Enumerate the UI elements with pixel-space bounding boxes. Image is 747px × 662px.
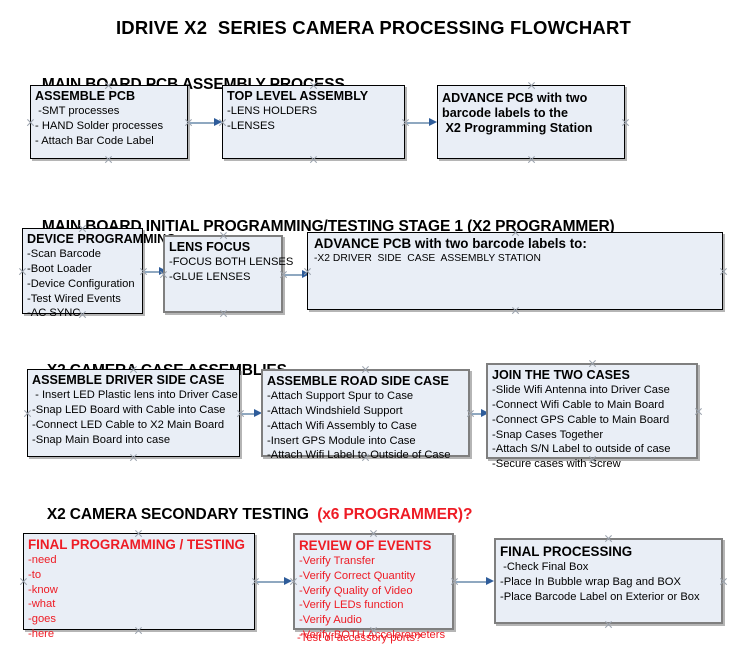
node-line: -Insert GPS Module into Case (267, 434, 416, 447)
node-line: - HAND Solder processes (35, 119, 164, 132)
arrowhead-icon (302, 270, 310, 278)
node-line: -know (28, 583, 58, 596)
arrowhead-icon (254, 409, 262, 417)
connector-arrow (407, 118, 437, 127)
node-line: -SMT processes (35, 104, 120, 117)
node-line: -need (28, 553, 57, 566)
node-title: TOP LEVEL ASSEMBLY (227, 89, 369, 103)
connector-shaft (242, 413, 255, 415)
arrowhead-icon (429, 118, 437, 126)
node-line: barcode labels to the (442, 105, 568, 120)
node-line: -Connect LED Cable to X2 Main Board (32, 418, 225, 431)
node-line: -LENSES (227, 119, 275, 132)
node-line: -LENS HOLDERS (227, 104, 318, 117)
connector-arrow (190, 118, 222, 127)
node-line: -FOCUS BOTH LENSES (169, 255, 294, 268)
connector-arrow (242, 409, 262, 418)
node-title: LENS FOCUS (169, 240, 251, 254)
node-title: ASSEMBLE PCB (35, 89, 136, 103)
process-node[interactable]: TOP LEVEL ASSEMBLY -LENS HOLDERS -LENSES (222, 85, 405, 159)
arrowhead-icon (486, 577, 494, 585)
node-line: -Verify Correct Quantity (299, 569, 416, 582)
process-node[interactable]: ADVANCE PCB with two barcode labels to: … (307, 232, 723, 310)
node-line: -Boot Loader (27, 262, 92, 275)
node-title: ASSEMBLE ROAD SIDE CASE (267, 374, 449, 388)
node-line: -Verify Transfer (299, 554, 375, 567)
node-line: -Snap LED Board with Cable into Case (32, 403, 226, 416)
node-title: ASSEMBLE DRIVER SIDE CASE (32, 373, 225, 387)
process-node[interactable]: ASSEMBLE ROAD SIDE CASE -Attach Support … (261, 369, 470, 461)
node-line: -Check Final Box (500, 560, 589, 573)
connector-shaft (472, 413, 482, 415)
node-line: -Verify Quality of Video (299, 584, 413, 597)
node-line: -Attach Wifi Assembly to Case (267, 419, 417, 432)
node-line: -Test Wired Events (27, 292, 121, 305)
node-line: -GLUE LENSES (169, 270, 251, 283)
node-overflow-line: -Test of accessory ports? (297, 632, 422, 644)
section-heading-4-accent: (x6 PROGRAMMER)? (313, 506, 473, 523)
node-title: DEVICE PROGRAMMING (27, 232, 177, 246)
process-node[interactable]: LENS FOCUS -FOCUS BOTH LENSES -GLUE LENS… (163, 235, 294, 313)
connector-shaft (407, 122, 430, 124)
connector-arrow (285, 270, 310, 279)
node-line: -Connect GPS Cable to Main Board (492, 413, 670, 426)
node-line: -here (28, 628, 55, 641)
process-node[interactable]: FINAL PROCESSING -Check Final Box -Place… (494, 538, 723, 624)
connector-shaft (145, 271, 160, 273)
node-line: -Device Configuration (27, 277, 135, 290)
node-line: -Verify LEDs function (299, 599, 404, 612)
node-title: FINAL PROGRAMMING / TESTING (28, 537, 245, 552)
node-line: X2 Programming Station (442, 120, 593, 135)
arrowhead-icon (481, 409, 489, 417)
node-line: -Attach Wifi Label to Outside of Case (267, 449, 451, 462)
node-title: ADVANCE PCB with two barcode labels to: (314, 236, 587, 251)
node-title: ADVANCE PCB with two (442, 91, 588, 105)
node-line: -Slide Wifi Antenna into Driver Case (492, 383, 670, 396)
connector-shaft (456, 581, 487, 583)
node-line: -what (28, 598, 56, 611)
node-line: -Attach S/N Label to outside of case (492, 443, 671, 456)
node-line: -Connect Wifi Cable to Main Board (492, 398, 665, 411)
process-node[interactable]: REVIEW OF EVENTS -Verify Transfer -Verif… (293, 533, 454, 641)
node-line: -Secure cases with Screw (492, 458, 621, 471)
node-line: -Verify BOTH Accelerometers (299, 629, 446, 642)
process-node[interactable]: FINAL PROGRAMMING / TESTING -need -to -k… (23, 533, 255, 640)
node-line: -X2 DRIVER SIDE CASE ASSEMBLY STATION (314, 252, 541, 264)
arrowhead-icon (284, 577, 292, 585)
connector-arrow (472, 409, 489, 418)
node-line: -AC SYNC (27, 307, 81, 320)
section-heading-4: X2 CAMERA SECONDARY TESTING (x6 PROGRAMM… (30, 488, 473, 542)
node-line: -Attach Windshield Support (267, 404, 403, 417)
node-line: -Snap Main Board into case (32, 433, 171, 446)
node-line: -Place In Bubble wrap Bag and BOX (500, 575, 681, 588)
connector-arrow (456, 577, 494, 586)
connector-shaft (190, 122, 215, 124)
section-heading-4-text: X2 CAMERA SECONDARY TESTING (46, 506, 314, 523)
process-node[interactable]: ADVANCE PCB with two barcode labels to t… (437, 85, 625, 159)
connector-arrow (257, 577, 292, 586)
connector-shaft (285, 274, 303, 276)
process-node[interactable]: ASSEMBLE PCB -SMT processes - HAND Solde… (30, 85, 188, 159)
node-line: -Place Barcode Label on Exterior or Box (500, 590, 700, 603)
process-node[interactable]: JOIN THE TWO CASES -Slide Wifi Antenna i… (486, 363, 698, 470)
node-title: JOIN THE TWO CASES (492, 368, 630, 382)
node-line: - Insert LED Plastic lens into Driver Ca… (32, 388, 238, 401)
node-line: -Scan Barcode (27, 247, 102, 260)
node-title: REVIEW OF EVENTS (299, 538, 432, 553)
node-line: -goes (28, 613, 56, 626)
arrowhead-icon (214, 118, 222, 126)
node-line: -Attach Support Spur to Case (267, 389, 414, 402)
process-node[interactable]: DEVICE PROGRAMMING -Scan Barcode -Boot L… (22, 228, 177, 319)
page-title: IDRIVE X2 SERIES CAMERA PROCESSING FLOWC… (115, 17, 632, 38)
node-line: -Verify Audio (299, 614, 362, 627)
connector-shaft (257, 581, 285, 583)
node-line: - Attach Bar Code Label (35, 134, 154, 147)
process-node[interactable]: ASSEMBLE DRIVER SIDE CASE - Insert LED P… (27, 369, 240, 457)
node-line: -Snap Cases Together (492, 428, 604, 441)
node-line: -to (28, 568, 42, 581)
node-title: FINAL PROCESSING (500, 544, 633, 559)
